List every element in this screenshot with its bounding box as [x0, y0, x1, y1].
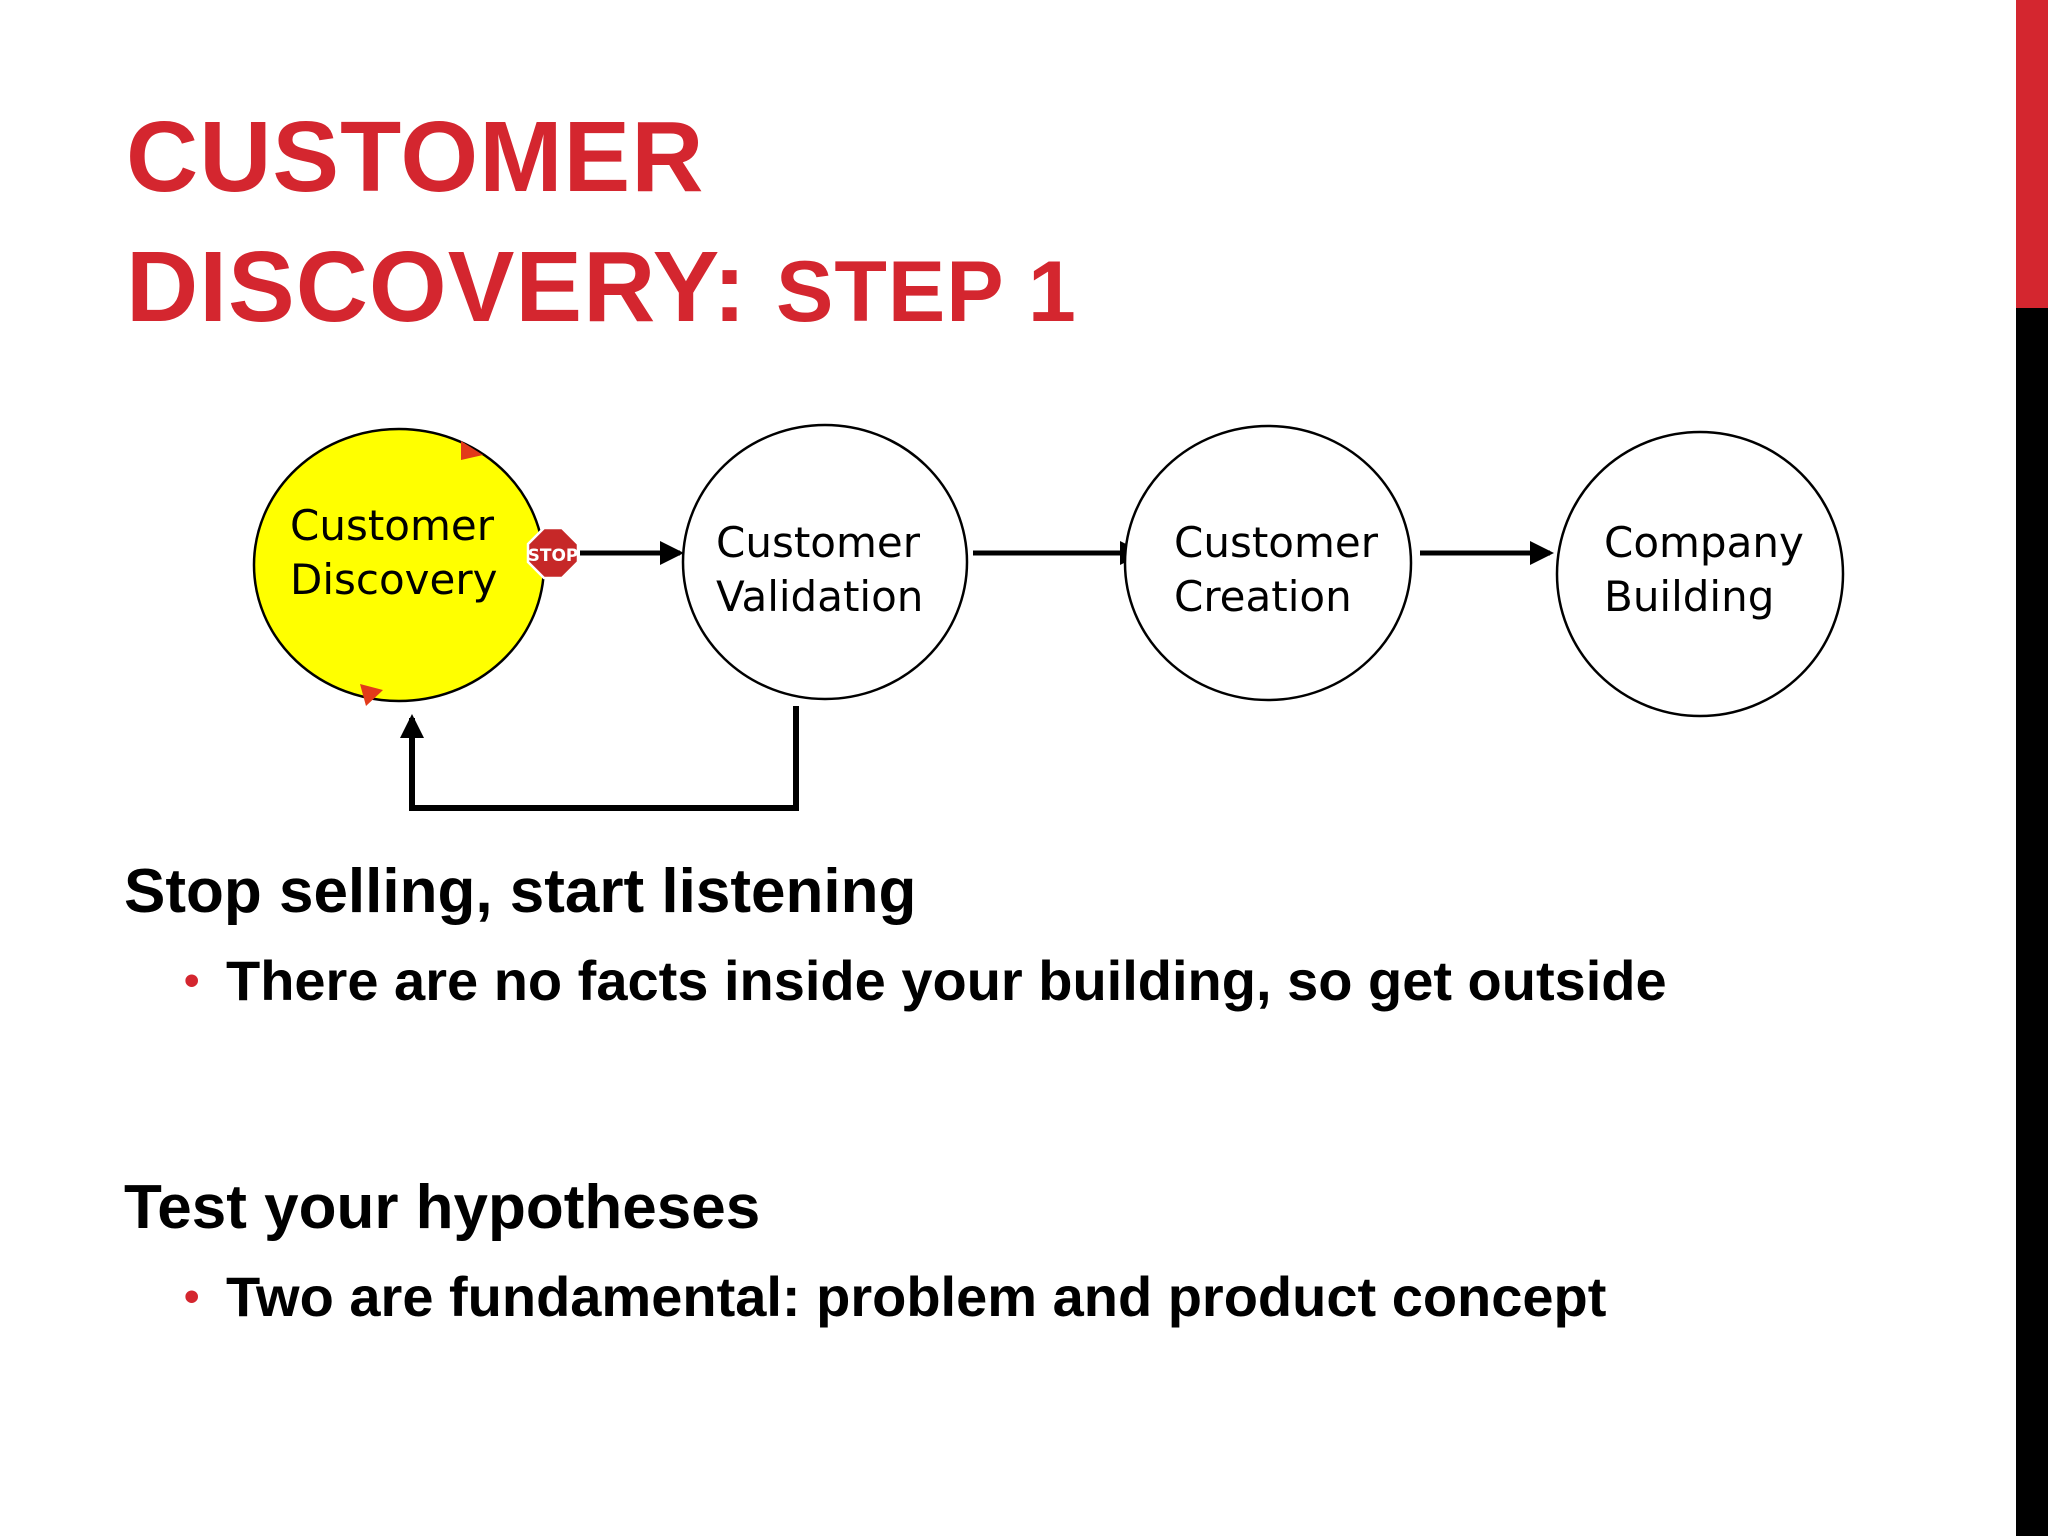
- node-customer-creation: Customer Creation: [1123, 424, 1413, 702]
- node-company-building: Company Building: [1555, 430, 1845, 718]
- feedback-loop-arrow: [400, 706, 799, 811]
- slide-title: CUSTOMER DISCOVERY: STEP 1: [126, 92, 1077, 357]
- node-label-line-2: Creation: [1174, 572, 1352, 621]
- node-circle: [1123, 424, 1413, 702]
- node-label-line-2: Discovery: [290, 555, 498, 604]
- stop-sign-label: STOP: [528, 546, 579, 566]
- node-label-line-1: Customer: [290, 501, 495, 550]
- stop-sign-icon: STOP: [526, 526, 580, 580]
- node-label-line-2: Validation: [716, 572, 923, 621]
- bullet-text: There are no facts inside your building,…: [226, 949, 1667, 1012]
- cycle-arrow-icon: [461, 441, 483, 460]
- section-heading-1: Stop selling, start listening: [124, 857, 917, 926]
- title-line-2: DISCOVERY:: [126, 231, 748, 343]
- node-label-line-1: Customer: [1174, 518, 1379, 567]
- title-step: STEP 1: [775, 244, 1077, 340]
- node-customer-discovery: Customer Discovery: [252, 427, 546, 706]
- node-circle: [681, 423, 969, 701]
- bullet-text: Two are fundamental: problem and product…: [226, 1265, 1607, 1328]
- section-heading-2: Test your hypotheses: [124, 1173, 761, 1242]
- node-customer-validation: Customer Validation: [681, 423, 969, 701]
- side-accent-bar-red: [2016, 0, 2048, 308]
- node-label-line-1: Company: [1604, 518, 1804, 567]
- cycle-arrow-icon: [360, 684, 383, 706]
- bullet-dot: •: [184, 1272, 200, 1321]
- node-label-line-1: Customer: [716, 518, 921, 567]
- side-accent-bar-black: [2016, 308, 2048, 1536]
- section-2-bullet: • Two are fundamental: problem and produ…: [184, 1264, 1706, 1330]
- section-1-bullet: • There are no facts inside your buildin…: [184, 948, 1706, 1014]
- bullet-dot: •: [184, 956, 200, 1005]
- node-label-line-2: Building: [1604, 572, 1774, 621]
- node-circle: [1555, 430, 1845, 718]
- title-line-1: CUSTOMER: [126, 101, 705, 213]
